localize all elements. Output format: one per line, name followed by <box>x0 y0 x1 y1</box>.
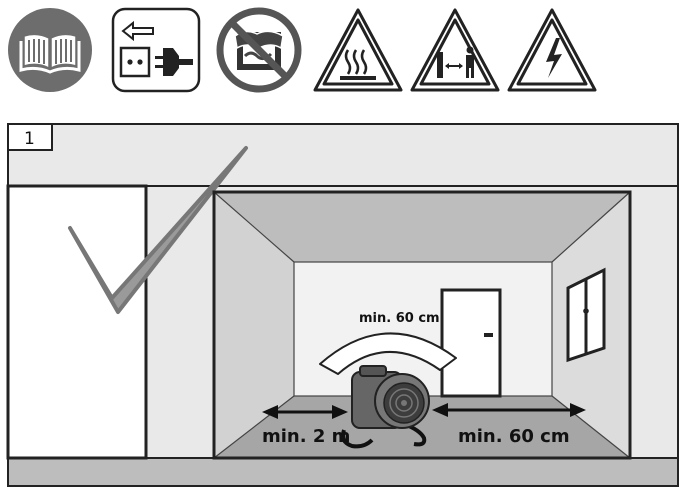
figure-1-scene: min. 60 cm min. 2 m min. 60 cm 1 <box>0 120 685 491</box>
side-clearance-label: min. 60 cm <box>458 426 570 447</box>
unplug-before-service-icon <box>111 6 201 94</box>
room-door <box>440 288 502 398</box>
read-manual-icon <box>6 6 94 94</box>
safety-icon-row <box>0 0 685 100</box>
room-window <box>566 267 606 363</box>
hot-surface-warning-icon <box>312 6 404 94</box>
front-clearance-arrow <box>262 405 348 419</box>
top-clearance-arc <box>319 332 457 375</box>
side-clearance-arrow <box>432 403 586 417</box>
fan-heater <box>341 365 430 449</box>
front-clearance-label: min. 2 m <box>262 426 350 447</box>
keep-distance-warning-icon <box>409 6 501 94</box>
top-clearance-label: min. 60 cm <box>359 311 440 326</box>
figure-number: 1 <box>24 129 35 149</box>
electric-shock-warning-icon <box>506 6 598 94</box>
approved-check-mark <box>68 146 248 314</box>
do-not-cover-icon <box>215 6 303 94</box>
